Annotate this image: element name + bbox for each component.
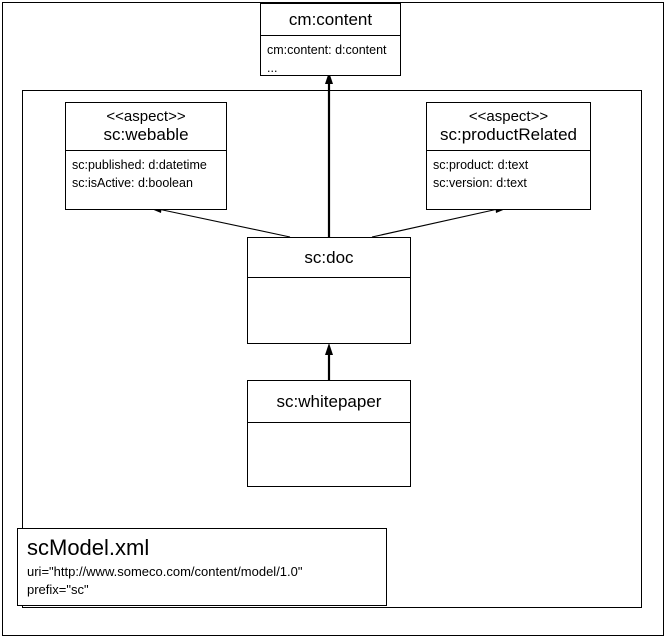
class-stereotype-sc-product-related: <<aspect>> [468, 107, 549, 125]
class-header-sc-doc: sc:doc [248, 238, 410, 278]
model-uri: uri="http://www.someco.com/content/model… [27, 563, 303, 579]
class-header-sc-product-related: <<aspect>> sc:productRelated [427, 103, 590, 151]
attribute: sc:version: d:text [433, 176, 527, 191]
attribute: sc:published: d:datetime [72, 158, 207, 172]
model-file-note[interactable]: scModel.xml uri="http://www.someco.com/c… [17, 528, 387, 606]
attribute: sc:product: d:text [433, 158, 529, 172]
class-header-cm-content: cm:content [261, 4, 400, 36]
class-box-sc-product-related[interactable]: <<aspect>> sc:productRelated sc:product:… [426, 102, 591, 210]
class-attributes-sc-product-related: sc:product: d:text sc:version: d:text [427, 151, 590, 209]
model-prefix: prefix="sc" [27, 582, 89, 598]
attribute: cm:content: d:content [267, 43, 387, 57]
class-name-sc-doc: sc:doc [304, 247, 354, 267]
model-file-name: scModel.xml [27, 535, 150, 560]
class-attributes-cm-content: cm:content: d:content ... [261, 36, 400, 75]
class-header-sc-whitepaper: sc:whitepaper [248, 381, 410, 423]
class-attributes-sc-doc [248, 278, 410, 343]
class-box-sc-doc[interactable]: sc:doc [247, 237, 411, 344]
attribute: ... [267, 61, 278, 76]
class-name-sc-webable: sc:webable [103, 125, 189, 145]
class-box-sc-whitepaper[interactable]: sc:whitepaper [247, 380, 411, 487]
class-name-sc-whitepaper: sc:whitepaper [276, 391, 382, 411]
class-header-sc-webable: <<aspect>> sc:webable [66, 103, 226, 151]
content-model-container [22, 90, 642, 608]
class-name-cm-content: cm:content [288, 9, 373, 29]
class-stereotype-sc-webable: <<aspect>> [106, 107, 186, 125]
attribute: sc:isActive: d:boolean [72, 176, 193, 191]
class-attributes-sc-webable: sc:published: d:datetime sc:isActive: d:… [66, 151, 226, 209]
class-box-sc-webable[interactable]: <<aspect>> sc:webable sc:published: d:da… [65, 102, 227, 210]
class-attributes-sc-whitepaper [248, 423, 410, 486]
class-name-sc-product-related: sc:productRelated [439, 125, 578, 145]
class-box-cm-content[interactable]: cm:content cm:content: d:content ... [260, 3, 401, 76]
